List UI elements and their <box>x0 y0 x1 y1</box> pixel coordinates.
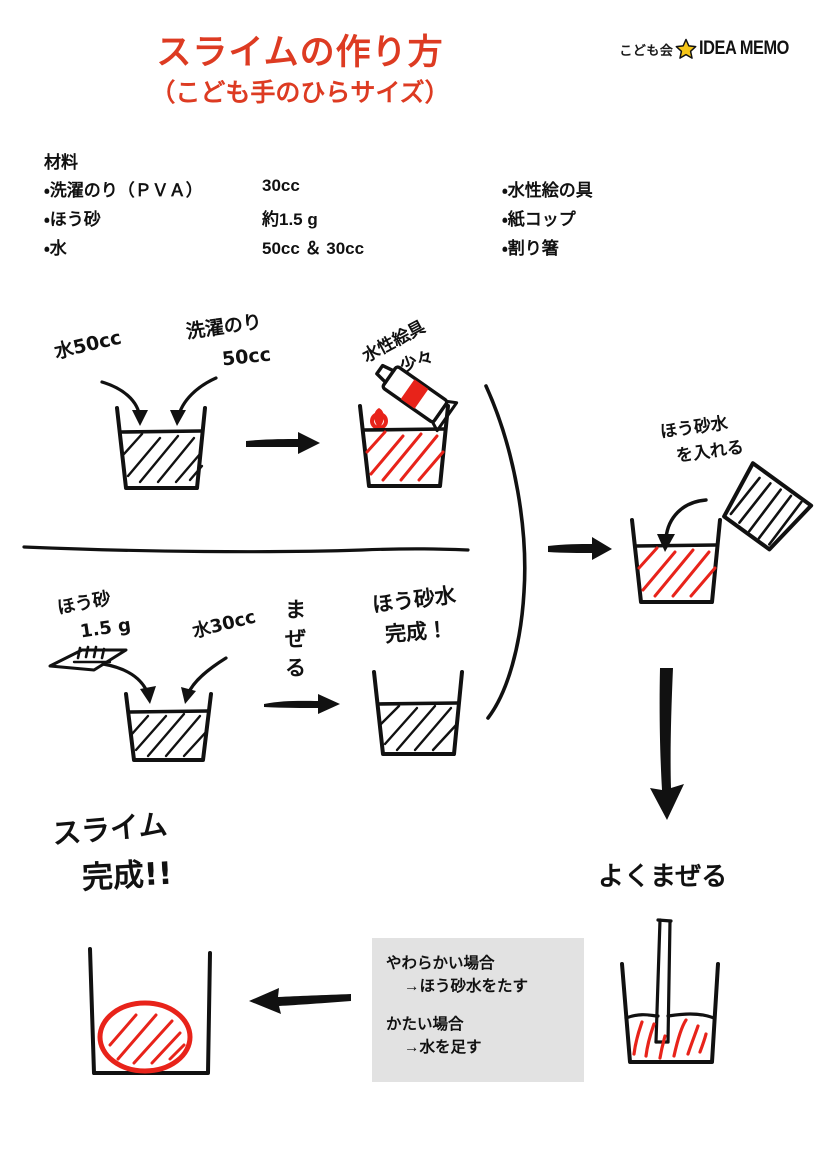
step4-diagram <box>362 662 482 767</box>
ingredient-extra: ・水性絵の具 <box>502 181 593 200</box>
label-borax-water-done-line1: ほう砂水 <box>370 582 458 618</box>
adjustment-note-box: やわらかい場合 →ほう砂水をたす かたい場合 →水を足す <box>372 938 584 1082</box>
arrow-right-to-step5 <box>546 534 616 564</box>
note-hard-title: かたい場合 <box>386 1015 464 1033</box>
ingredient-name: ・水 <box>44 239 67 258</box>
final-diagram <box>80 945 240 1085</box>
arrow-right-step3 <box>262 690 344 718</box>
title-sub-text: （こども手のひらサイズ） <box>150 79 450 108</box>
ingredient-amount: 約1.5 g <box>262 210 318 229</box>
note-soft-title: やわらかい場合 <box>386 955 495 972</box>
label-mix-char2: ぜ <box>285 627 306 651</box>
ingredients-heading: 材料 <box>44 153 78 172</box>
step6-diagram <box>608 912 758 1082</box>
label-final-line1: スライム <box>50 807 169 851</box>
step5-diagram <box>616 461 814 607</box>
title-main-text: スライムの作り方 <box>156 33 444 72</box>
step1-diagram <box>90 370 360 500</box>
step3-diagram <box>48 636 298 766</box>
logo-prefix-text: こども会 <box>619 42 674 58</box>
label-add-borax-water-line1: ほう砂水 <box>658 413 730 443</box>
ingredients-grid: ・洗濯のり（ＰＶＡ） 30cc ・水性絵の具 ・ほう砂 約1.5 g ・紙コップ… <box>44 176 702 259</box>
ingredient-name: ・ほう砂 <box>44 210 101 229</box>
ingredient-amount: 30cc <box>262 176 300 195</box>
label-mix-well: よくまぜる <box>598 862 728 892</box>
ingredient-extra: ・紙コップ <box>502 210 576 229</box>
label-mix-char1: ま <box>285 598 306 622</box>
section-divider <box>22 538 472 558</box>
label-glue-line2: 50cc <box>220 343 272 371</box>
label-mix-char3: る <box>285 656 306 680</box>
arrow-left-to-final <box>245 985 355 1021</box>
star-icon <box>675 38 697 60</box>
note-hard-action: →水を足す <box>404 1038 482 1056</box>
note-soft-action: →ほう砂水をたす <box>404 978 529 996</box>
ingredient-name: ・洗濯のり（ＰＶＡ） <box>44 181 203 200</box>
logo-text: IDEA MEMO <box>699 38 790 59</box>
page-title: スライムの作り方 （こども手のひらサイズ） <box>0 32 600 110</box>
step2-diagram <box>345 358 485 493</box>
label-water-50cc: 水50cc <box>52 326 124 364</box>
label-borax-water-done-line2: 完成！ <box>384 617 449 647</box>
arrow-down-to-step6 <box>640 664 696 824</box>
ingredients-section: 材料 ・洗濯のり（ＰＶＡ） 30cc ・水性絵の具 ・ほう砂 約1.5 g ・紙… <box>44 148 702 259</box>
ingredient-amount: 50cc ＆ 30cc <box>262 239 365 258</box>
label-final-line2: 完成!! <box>81 855 174 897</box>
label-glue-line1: 洗濯のり <box>184 310 264 344</box>
brand-logo: こども会 IDEA MEMO <box>619 38 804 60</box>
grouping-brace <box>480 382 540 722</box>
ingredient-extra: ・割り箸 <box>502 239 559 258</box>
arrow-right-step1 <box>244 428 324 460</box>
label-borax-line1: ほう砂 <box>55 588 113 619</box>
